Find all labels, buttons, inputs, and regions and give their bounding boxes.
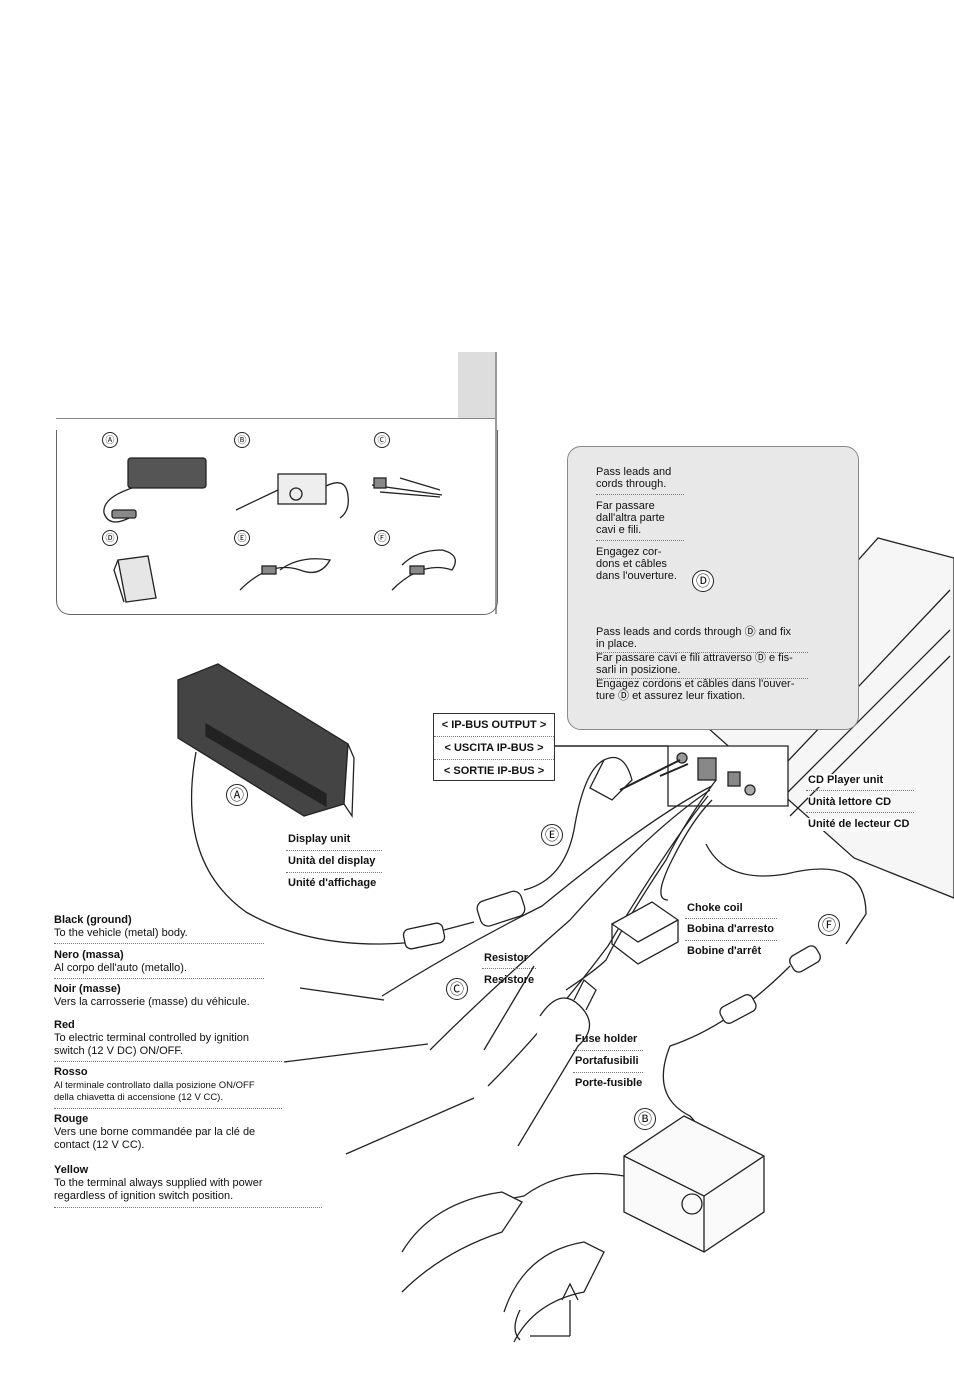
accessory-c-sketch <box>371 477 443 498</box>
choke-coil-label-en: Choke coil <box>687 902 743 914</box>
accessory-f-sketch <box>391 549 456 591</box>
fuse-holder-label-en: Fuse holder <box>575 1033 638 1045</box>
accessory-marker-f: Ⓕ <box>374 530 390 546</box>
display-unit-label-fr: Unité d'affichage <box>288 877 377 889</box>
marker-b: Ⓑ <box>634 1108 656 1130</box>
rosso-wire-desc-1: Al terminale controllato dalla posizione… <box>54 1080 255 1091</box>
accessory-panel-tab <box>458 352 496 418</box>
callout-line-2: cords through. <box>596 478 667 490</box>
yellow-wire-title: Yellow <box>54 1164 89 1176</box>
marker-c: Ⓒ <box>446 978 468 1000</box>
cd-player-label-fr: Unité de lecteur CD <box>808 818 910 831</box>
ip-bus-label-box: < IP-BUS OUTPUT > < USCITA IP-BUS > < SO… <box>433 713 555 781</box>
red-wire-title: Red <box>54 1019 75 1031</box>
marker-e: Ⓔ <box>541 824 563 846</box>
rouge-wire-desc-2: contact (12 V CC). <box>54 1139 145 1151</box>
marker-a: Ⓐ <box>226 784 248 806</box>
accessory-d-sketch <box>113 555 157 603</box>
callout-line-1: Pass leads and <box>596 466 672 478</box>
callout-box <box>567 446 859 730</box>
callout-line-4: dall'altra parte <box>596 512 665 524</box>
accessory-marker-c: Ⓒ <box>374 432 390 448</box>
accessory-a-sketch <box>103 457 207 523</box>
choke-coil-label-fr: Bobine d'arrêt <box>687 945 762 957</box>
rosso-wire-desc-2: della chiavetta di accensione (12 V CC). <box>54 1092 223 1103</box>
fuse-holder-label-fr: Porte-fusible <box>575 1077 643 1089</box>
callout-d-marker: Ⓓ <box>692 570 714 592</box>
rosso-wire-title: Rosso <box>54 1066 88 1078</box>
callout-line-5: cavi e fili. <box>596 524 642 536</box>
callout-bottom-3: Far passare cavi e fili attraverso Ⓓ e f… <box>596 652 793 664</box>
black-wire-desc: To the vehicle (metal) body. <box>54 927 188 939</box>
bundle-1 <box>565 779 717 991</box>
red-wire <box>429 789 711 1051</box>
accessory-panel-top-line <box>56 418 496 419</box>
fuse-holder-label-it: Portafusibili <box>575 1055 639 1067</box>
accessory-b-sketch <box>235 473 349 519</box>
callout-line-7: dons et câbles <box>596 558 667 570</box>
red-wire-desc-1: To electric terminal controlled by ignit… <box>54 1032 250 1044</box>
noir-wire-title: Noir (masse) <box>54 983 121 995</box>
accessory-e-sketch <box>239 558 332 591</box>
choke-coil-label-it: Bobina d'arresto <box>687 923 774 935</box>
ip-bus-en: < IP-BUS OUTPUT > <box>434 714 554 737</box>
resistor-label-en: Resistor <box>484 952 529 964</box>
cd-player-label-it: Unità lettore CD <box>808 796 892 809</box>
black-wire <box>381 785 713 997</box>
marker-f: Ⓕ <box>818 914 840 936</box>
display-unit-label-it: Unità del display <box>288 855 376 867</box>
accessory-panel <box>56 430 498 615</box>
nero-wire-title: Nero (massa) <box>54 949 124 961</box>
yellow-wire-desc-2: regardless of ignition switch position. <box>54 1190 234 1202</box>
cable-a <box>190 751 417 945</box>
cable-e <box>523 759 605 891</box>
ip-bus-fr: < SORTIE IP-BUS > <box>443 765 545 777</box>
cd-player-label-en: CD Player unit <box>808 774 884 787</box>
accessory-marker-a: Ⓐ <box>102 432 118 448</box>
nero-wire-desc: Al corpo dell'auto (metallo). <box>54 962 187 974</box>
callout-bottom-2: in place. <box>596 638 637 650</box>
red-wire-desc-2: switch (12 V DC) ON/OFF. <box>54 1045 183 1057</box>
accessory-panel-right-edge <box>495 352 497 614</box>
noir-wire-desc: Vers la carrosserie (masse) du véhicule. <box>54 996 250 1008</box>
callout-bottom-6: ture Ⓓ et assurez leur fixation. <box>596 690 746 702</box>
display-unit-sketch <box>177 663 355 819</box>
black-wire-title: Black (ground) <box>54 914 132 926</box>
callout-line-6: Engagez cor- <box>596 546 662 558</box>
rouge-wire-title: Rouge <box>54 1113 89 1125</box>
adapter-b-sketch <box>423 1115 765 1253</box>
callout-line-3: Far passare <box>596 500 655 512</box>
accessory-marker-d: Ⓓ <box>102 530 118 546</box>
callout-line-8: dans l'ouverture. <box>596 570 677 582</box>
accessory-marker-b: Ⓑ <box>234 432 250 448</box>
resistor-label-it: Resistore <box>484 974 535 986</box>
ip-bus-it: < USCITA IP-BUS > <box>434 737 554 760</box>
yellow-wire <box>487 795 709 1087</box>
callout-bottom-1: Pass leads and cords through Ⓓ and fix <box>596 626 792 638</box>
yellow-wire-desc-1: To the terminal always supplied with pow… <box>54 1177 263 1189</box>
rouge-wire-desc-1: Vers une borne commandée par la clé de <box>54 1126 256 1138</box>
accessory-marker-e: Ⓔ <box>234 530 250 546</box>
callout-bottom-4: sarli in posizione. <box>596 664 681 676</box>
display-unit-label-en: Display unit <box>288 833 351 845</box>
callout-bottom-5: Engagez cordons et câbles dans l'ouver- <box>596 678 795 690</box>
